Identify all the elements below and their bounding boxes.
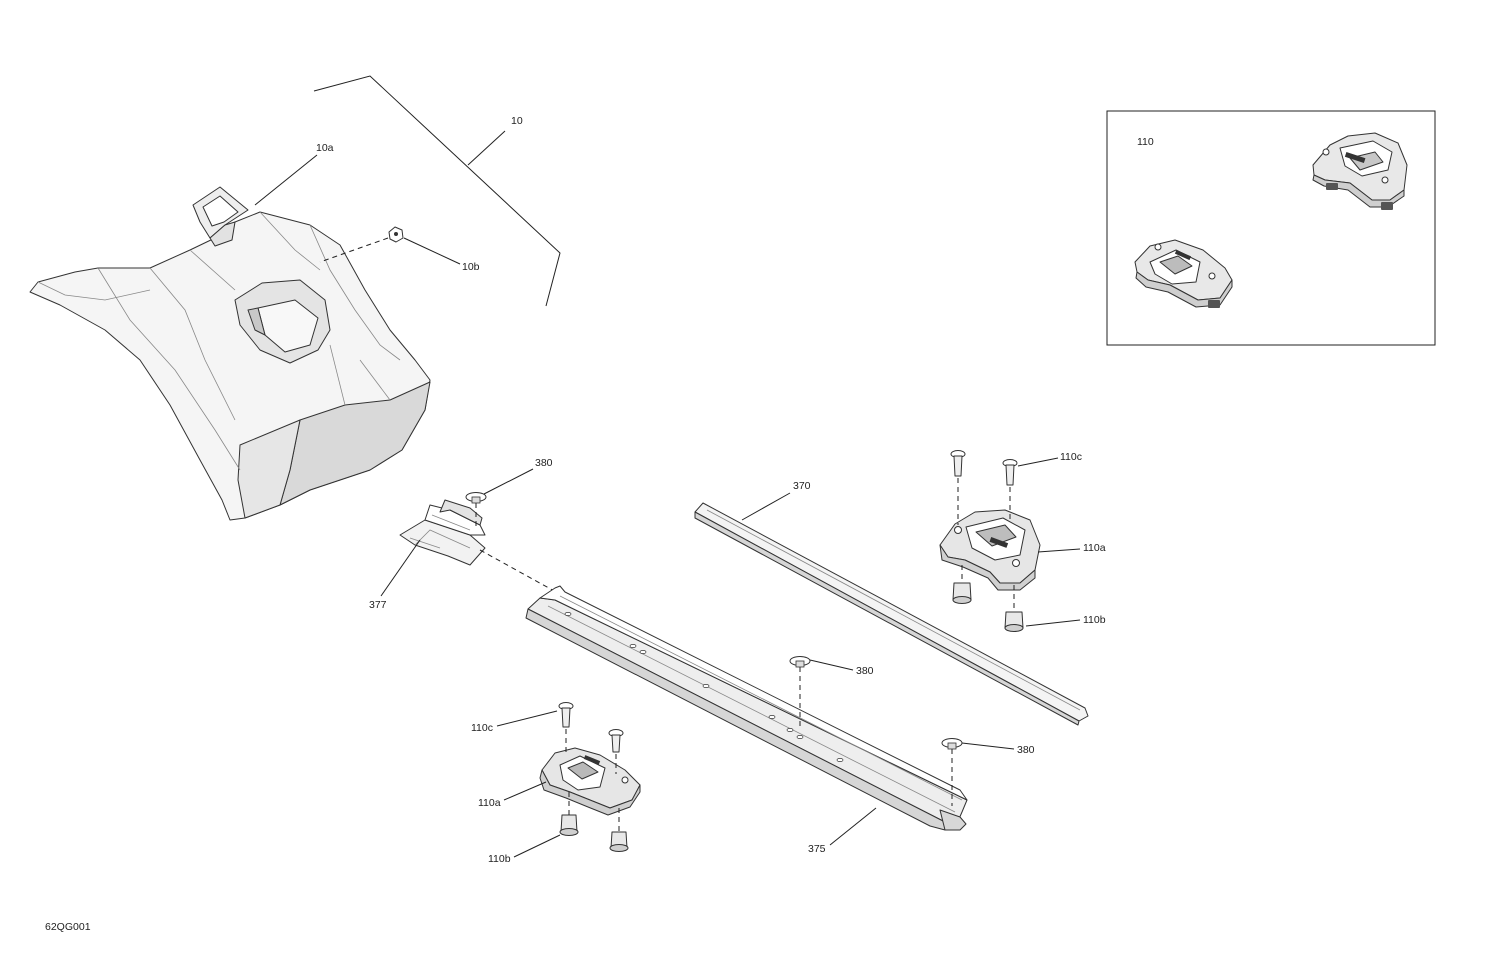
callout-110c-left: 110c (471, 722, 493, 734)
inset-label-110: 110 (1137, 136, 1154, 148)
screw-10b (388, 226, 404, 243)
callout-110a-left: 110a (478, 797, 501, 809)
callout-380-mid: 380 (856, 665, 874, 677)
fastener-380-top (465, 492, 487, 504)
callout-10a: 10a (316, 142, 334, 154)
inset-frame (1106, 110, 1436, 346)
screw-110c-left-b (608, 729, 624, 753)
leader-lines (254, 130, 1081, 858)
callout-10b: 10b (462, 261, 480, 273)
diagram-code: 62QG001 (45, 921, 91, 933)
inset-bracket-upper (1312, 132, 1408, 210)
rail-375 (525, 585, 968, 831)
callout-375: 375 (808, 843, 826, 855)
bracket-110a-right (939, 509, 1041, 591)
bracket-110a-left (539, 747, 641, 816)
nut-110b-right-a (952, 582, 972, 604)
screw-10b-guide (319, 237, 389, 263)
screw-110c-right-b (1002, 459, 1018, 486)
fastener-380-mid (789, 656, 811, 668)
rear-deflector-part (29, 186, 431, 521)
callout-380-right: 380 (1017, 744, 1035, 756)
nut-110b-left-a (559, 814, 579, 836)
callout-110b-right: 110b (1083, 614, 1106, 626)
nut-110b-left-b (609, 831, 629, 852)
callout-380-top: 380 (535, 457, 553, 469)
callout-10-bracket (313, 75, 561, 307)
nut-110b-right-b (1004, 611, 1024, 632)
callout-10: 10 (511, 115, 523, 127)
rail-370 (694, 502, 1089, 726)
callout-377: 377 (369, 599, 387, 611)
clip-377 (399, 499, 486, 566)
fastener-380-right (941, 738, 963, 750)
callout-370: 370 (793, 480, 811, 492)
callout-110a-right: 110a (1083, 542, 1106, 554)
screw-110c-right-a (950, 450, 966, 477)
callout-110b-left: 110b (488, 853, 511, 865)
callout-110c-right: 110c (1060, 451, 1082, 463)
inset-bracket-lower (1134, 239, 1233, 308)
clip-377-guide (479, 549, 557, 593)
screw-110c-left-a (558, 702, 574, 728)
